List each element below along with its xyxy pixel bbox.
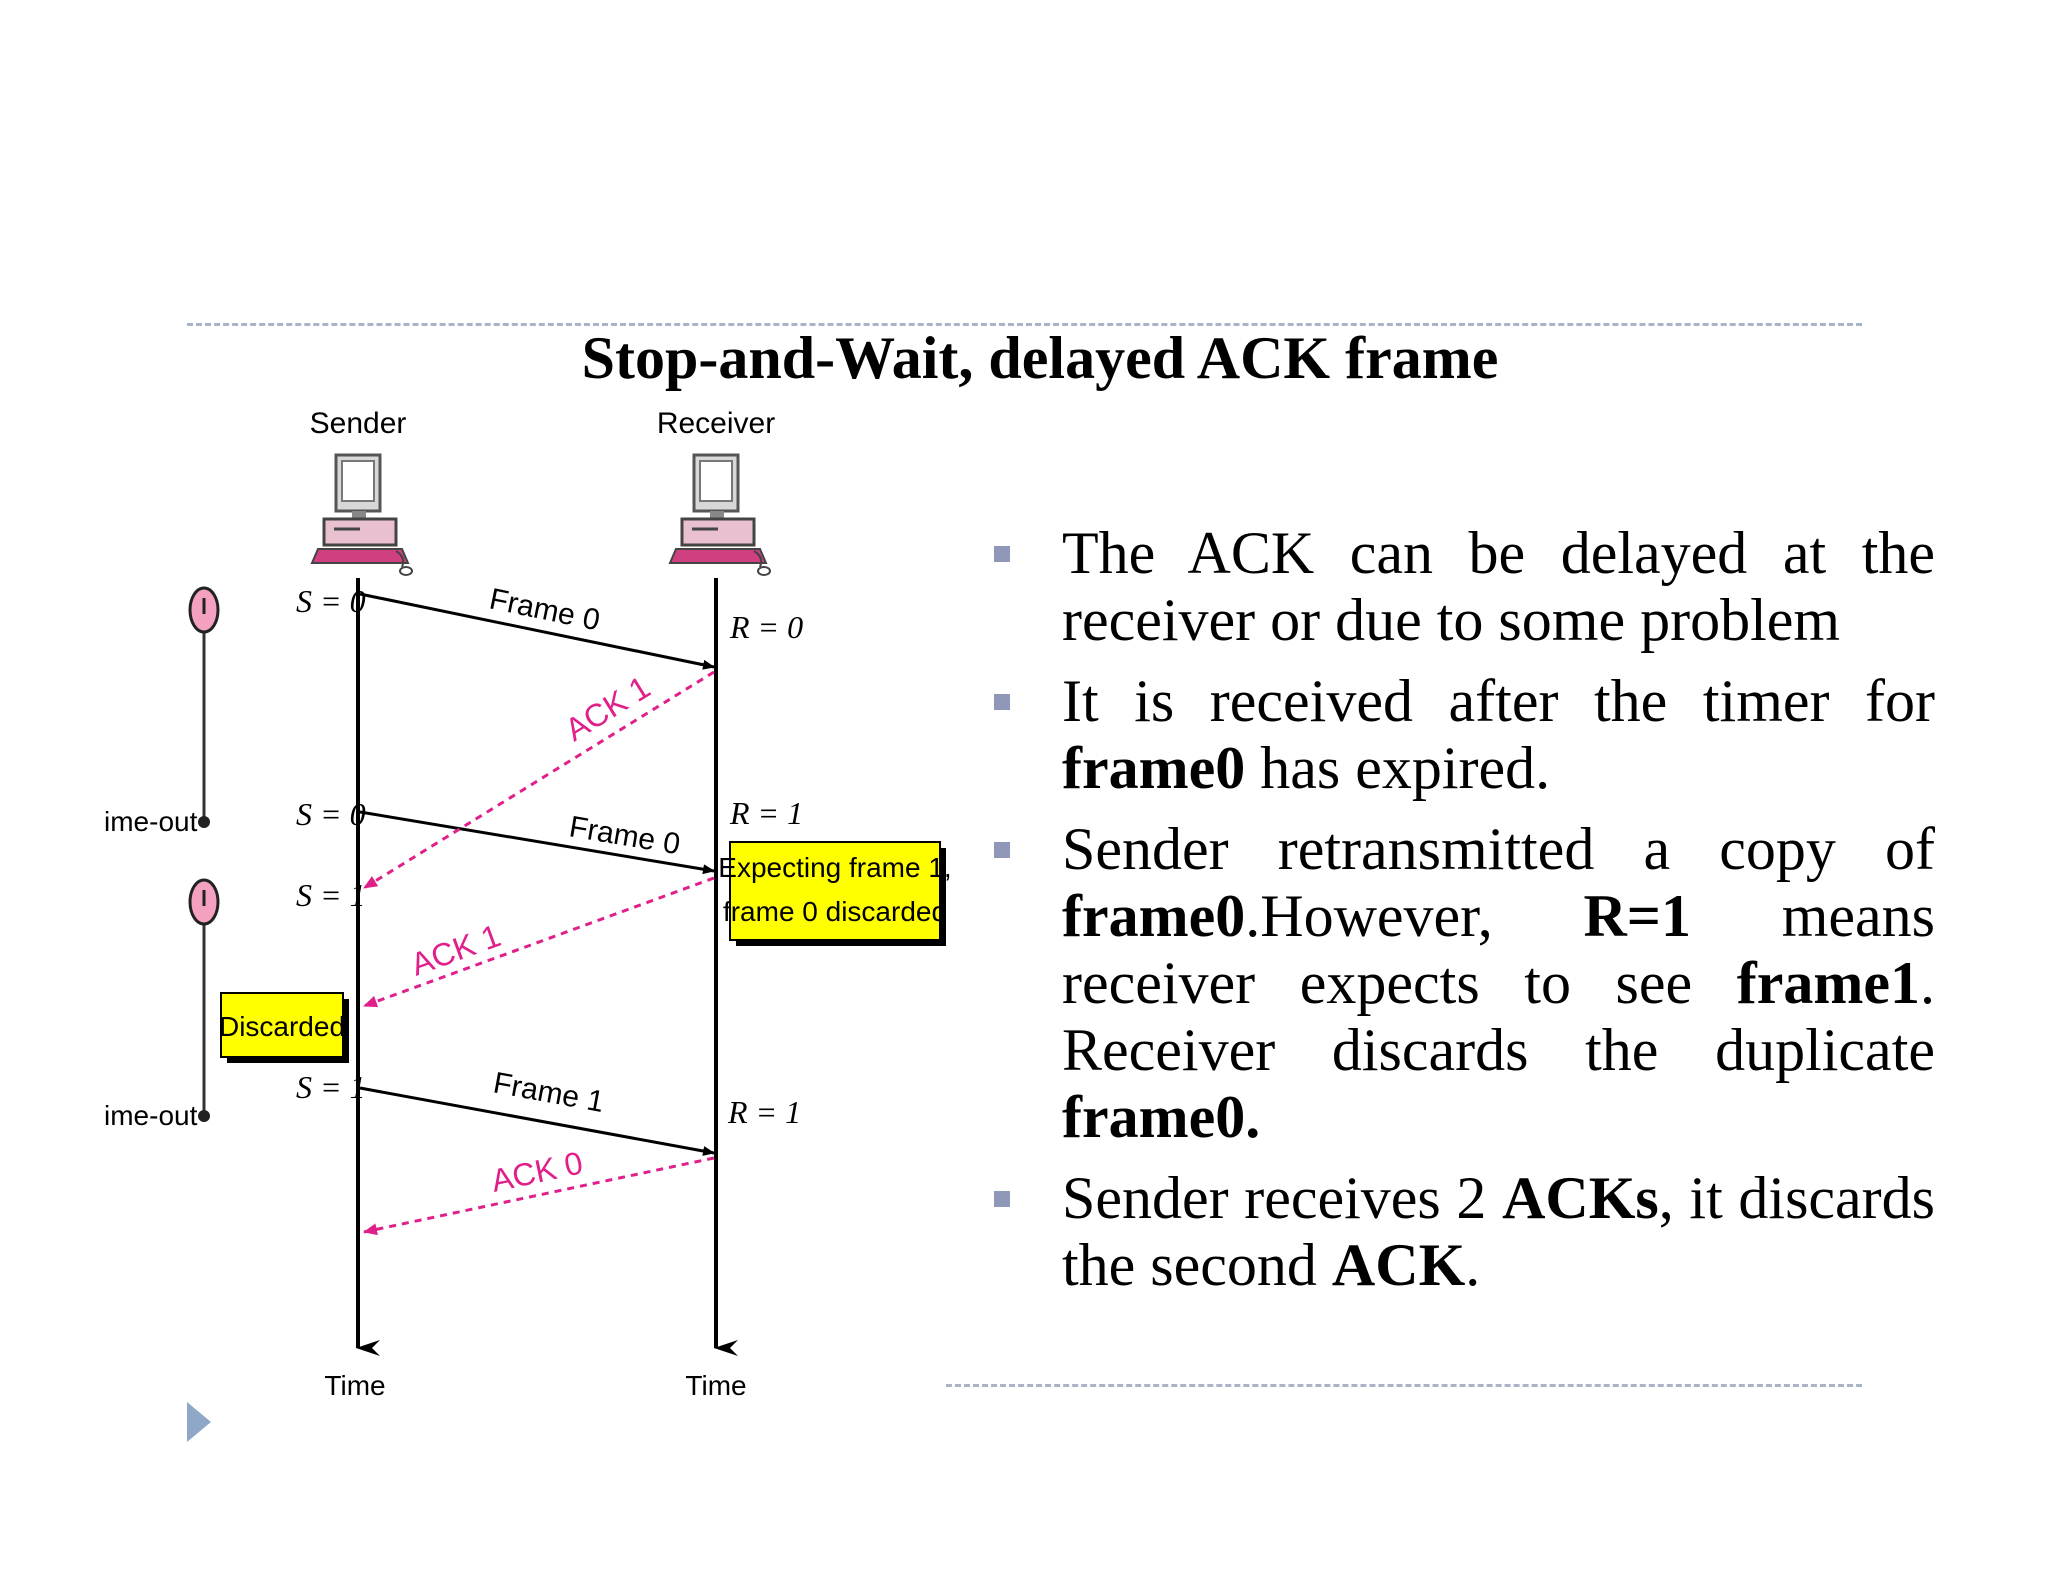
bullet-text: .However, [1245,883,1584,949]
ack1-second-arrow [363,876,715,1008]
bullet-text: . Receiver discards the duplicate [1062,950,1935,1083]
bullet-text: , it discards the second [1062,1165,1936,1298]
timeout-label-2: ime-out [104,1100,198,1131]
ack0-label: ACK 0 [488,1144,586,1198]
square-bullet-icon [994,842,1010,858]
sender-seq-s1: S = 1 [296,1069,366,1105]
bullet-text: Sender retransmitted a copy of [1062,816,1935,882]
expecting-line-1: Expecting frame 1, [718,852,951,883]
bullet-bold-text: R=1 [1583,883,1691,949]
receiver-computer-icon [668,453,771,576]
square-bullet-icon [994,546,1010,562]
sender-computer-icon [310,453,413,576]
timeout-dot-2 [198,1110,210,1122]
bullet-text: Sender receives 2 [1062,1165,1503,1231]
sender-seq-s1: S = 1 [296,877,366,913]
ack1-delayed-label: ACK 1 [559,669,657,748]
receiver-seq-r0: R = 0 [729,609,803,645]
bullet-list: The ACK can be delayed at the receiver o… [990,520,1935,1313]
frame1-label: Frame 1 [491,1066,607,1119]
bullet-item: Sender retransmitted a copy of frame0.Ho… [990,816,1935,1151]
frame1-arrow [359,1086,715,1156]
bullet-text: . [1465,1232,1481,1298]
timeout-label-1: ime-out [104,806,198,837]
time-label-sender: Time [324,1370,385,1401]
frame0-retransmit-arrow [359,810,715,875]
bullet-bold-text: frame1 [1736,950,1920,1016]
play-arrow-icon[interactable] [187,1402,211,1442]
bullet-bold-text: frame0. [1062,1084,1261,1150]
bullet-bold-text: frame0 [1062,735,1246,801]
ack1-delayed-arrow [363,670,715,890]
frame0-retransmit-label: Frame 0 [567,810,683,861]
bullet-item: The ACK can be delayed at the receiver o… [990,520,1935,654]
expecting-frame1-callout: Expecting frame 1, frame 0 discarded [718,841,952,946]
sender-label: Sender [310,407,407,440]
square-bullet-icon [994,694,1010,710]
bullet-text: means receiver expects to see [1062,883,1936,1016]
square-bullet-icon [994,1191,1010,1207]
discarded-callout: Discarded [219,992,349,1063]
timer-icon [188,586,220,634]
sender-seq-s0: S = 0 [296,583,366,619]
time-label-receiver: Time [685,1370,746,1401]
bullet-bold-text: ACK [1331,1232,1466,1298]
frame0-arrow [359,592,715,670]
bullet-item: Sender receives 2 ACKs, it discards the … [990,1165,1935,1299]
bullet-bold-text: ACKs [1502,1165,1659,1231]
receiver-seq-r1: R = 1 [729,795,803,831]
discarded-label: Discarded [219,1011,345,1042]
timer-icon [188,878,220,926]
bullet-item: It is received after the timer for frame… [990,668,1935,802]
timeout-dot-1 [198,816,210,828]
expecting-line-2: frame 0 discarded [723,896,947,927]
bottom-divider [946,1384,1862,1387]
bullet-bold-text: frame0 [1062,883,1246,949]
frame0-label: Frame 0 [487,583,603,638]
sender-seq-s0: S = 0 [296,796,366,832]
receiver-seq-r1: R = 1 [727,1094,801,1130]
top-divider [187,323,1862,326]
slide-title: Stop-and-Wait, delayed ACK frame [581,325,1499,391]
bullet-text: has expired. [1245,735,1551,801]
bullet-text: It is received after the timer for [1062,668,1935,734]
receiver-label: Receiver [657,407,775,440]
bullet-text: The ACK can be delayed at the receiver o… [1062,520,1935,653]
